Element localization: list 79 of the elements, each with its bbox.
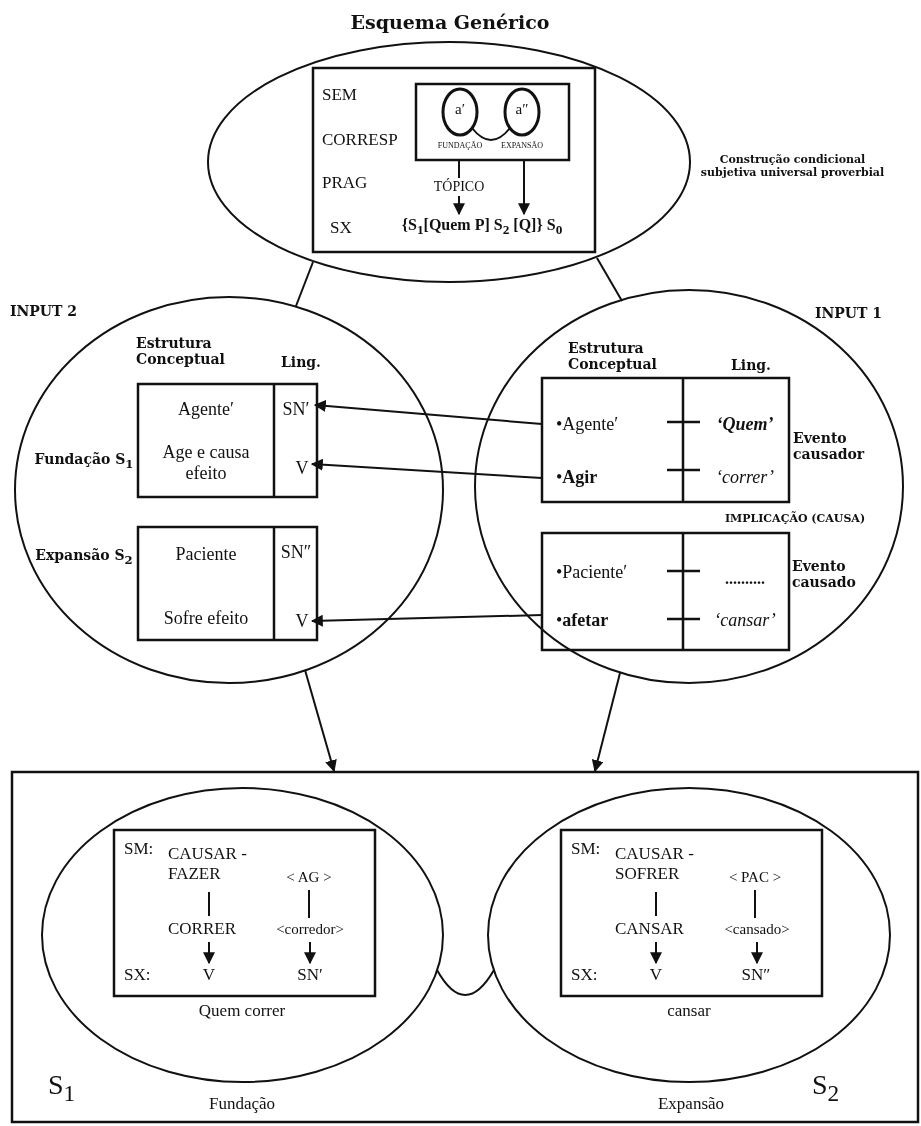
term-label: SN″ [738,963,774,987]
column-heading: Estrutura Conceptual [136,334,226,368]
arrow [304,941,316,965]
term-label: <cansado> [709,918,805,942]
column-heading: Estrutura Conceptual [568,339,658,373]
cell-text: Sofre efeito [163,607,249,629]
row-label: SX [330,218,352,238]
node-label: Expansão [657,1094,725,1114]
cell-text: Agente′ [178,398,234,420]
cell-text: •Paciente′ [556,561,628,583]
term-label: SN′ [277,397,315,421]
term-label: CANSAR [615,916,697,942]
term-label: < PAC > [719,866,791,890]
arrow [310,458,543,479]
cell-text: ‘Quem’ [716,413,774,435]
node-label: Fundação [208,1094,276,1114]
cell-text: Paciente [175,543,237,565]
connector-line [596,257,623,302]
term-label: SN″ [277,540,315,564]
side-label: Construção condicional subjetiva universal proverbial [700,154,885,180]
cell-text: ‘cansar’ [714,609,776,631]
cell-text: •afetar [556,609,609,631]
term-label: {S$_{1}$[Quem P] S$_{2}$ [Q]} S$_{0}$ [392,216,572,238]
element-label: a′ [455,101,465,119]
space-title: Esquema Genérico [350,12,550,34]
connector-line [436,969,495,996]
term-label: V [646,963,666,987]
cell-text: •Agente′ [556,413,619,435]
column-heading: Ling. [281,353,321,371]
node-label: Quem correr [198,1001,286,1021]
side-label: Fundação S$_{1}$ [34,450,134,472]
arrow [518,159,530,216]
term-label: V [292,608,312,634]
arrow [650,941,662,965]
connector-line [655,891,657,917]
element-label: a″ [515,101,529,119]
connector-line [754,889,756,919]
arrow [751,941,763,965]
dotted-placeholder: .......... [725,569,765,589]
space-title: INPUT 1 [815,304,883,322]
term-label: CORRER [168,916,250,942]
space-title: INPUT 2 [10,302,78,320]
row-label: SM: [124,839,154,859]
connector-line [308,889,310,919]
arrow [304,669,337,773]
connector-line [471,127,511,141]
column-heading: Ling. [731,356,771,374]
space-label: S$_{1}$ [48,1069,76,1107]
connector-line [208,891,210,917]
node-label: cansar [667,1001,711,1021]
arrow [203,941,215,965]
row-label: PRAG [322,173,368,193]
side-label: Evento causado [792,557,857,591]
term-label: < AG > [274,866,344,890]
term-label: CAUSAR -FAZER [168,836,250,892]
cell-text: •Agir [556,466,598,488]
term-label: V [292,455,312,481]
arrow [591,672,621,773]
side-label: Expansão S$_{2}$ [35,546,133,568]
term-label: CAUSAR -SOFRER [615,836,699,892]
side-label: Evento causador [793,429,866,463]
connector-line [295,261,314,307]
cell-text: ‘correr’ [716,466,774,488]
element-caption: EXPANSÃO [501,141,543,151]
term-label: <corredor> [262,918,358,942]
term-label: V [199,963,219,987]
arrow [310,614,543,627]
term-label: SN′ [292,963,328,987]
row-label: SX: [571,965,598,985]
row-label: CORRESP [322,130,398,150]
arrow [313,399,543,425]
relation-label: IMPLICAÇÃO (CAUSA) [724,512,866,526]
space-label: S$_{2}$ [812,1069,840,1107]
edge-label: TÓPICO [433,179,485,195]
cell-text: Age e causa efeito [161,442,251,484]
row-label: SM: [571,839,601,859]
row-label: SX: [124,965,151,985]
element-caption: FUNDAÇÃO [437,141,483,151]
row-label: SEM [322,85,357,105]
